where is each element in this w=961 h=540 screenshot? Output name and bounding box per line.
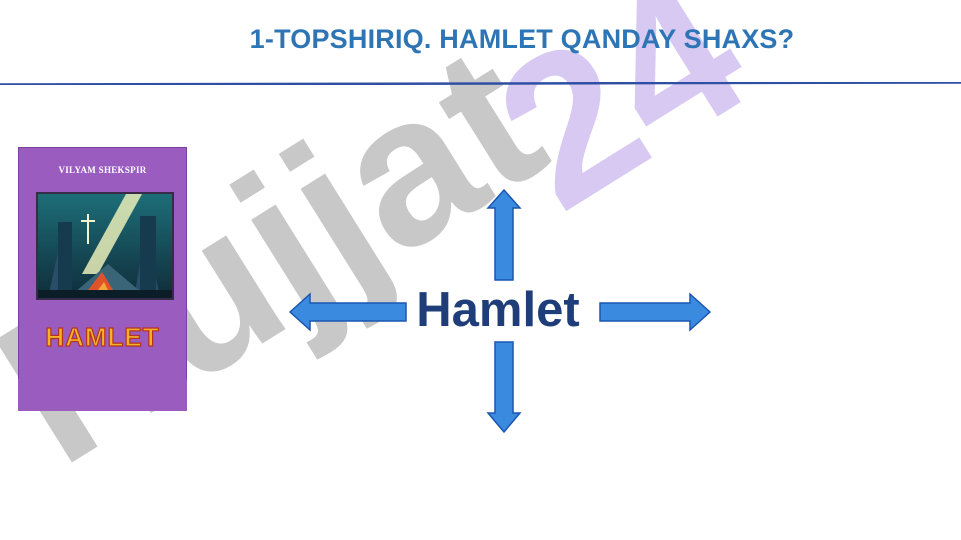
arrow-down-icon [486,341,522,434]
center-word-hamlet: Hamlet [416,283,580,337]
arrow-up-icon [486,188,522,281]
arrow-left-icon [288,292,407,332]
hamlet-book-cover: VILYAM SHEKSPIR HAMLET [18,147,187,411]
book-author: VILYAM SHEKSPIR [58,165,147,175]
arrow-right-icon [599,292,712,332]
title-divider [0,82,961,85]
book-title: HAMLET [45,321,160,352]
book-illustration [36,192,174,300]
book-bottom-band [18,379,187,411]
slide-title: 1-TOPSHIRIQ. HAMLET QANDAY SHAXS? [249,24,795,54]
